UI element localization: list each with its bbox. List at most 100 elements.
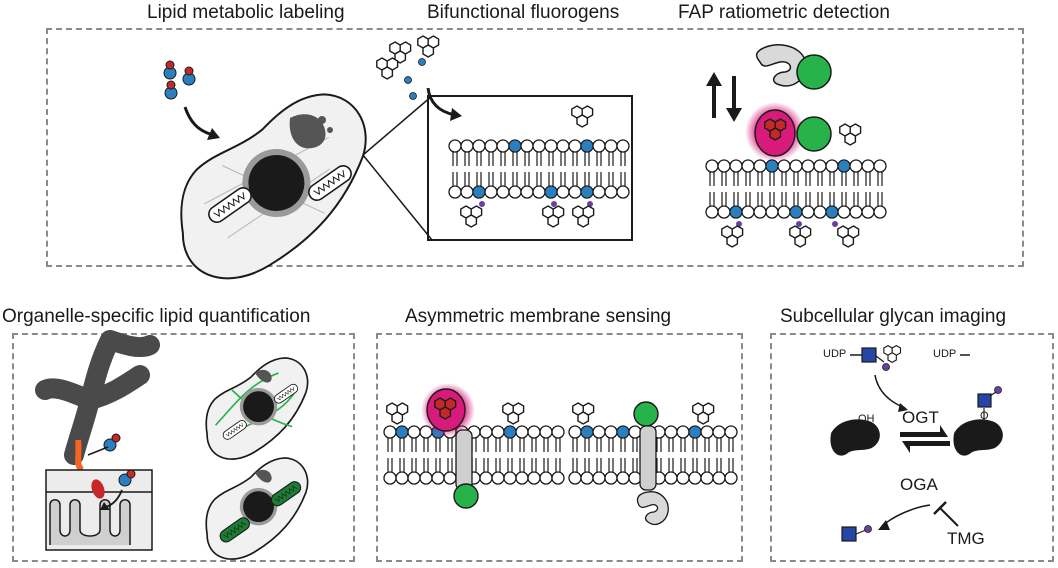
lipid-molecule: [592, 457, 606, 485]
fluorogen-icon: [840, 124, 861, 145]
orange-protein-icon: [75, 439, 85, 473]
labeled-lipid-head: [837, 159, 851, 173]
lipid-molecule: [741, 159, 755, 187]
labeled-lipid-head: [580, 185, 594, 199]
lipid-molecule: [717, 159, 731, 187]
lipid-molecule: [448, 171, 462, 199]
lipid-molecule: [551, 457, 565, 485]
lipid-molecule: [484, 171, 498, 199]
lipid-molecule: [628, 457, 642, 485]
lipid-molecule: [568, 457, 582, 485]
golgi-icon: [289, 114, 333, 149]
lipid-molecule: [520, 139, 534, 167]
lipid-molecule: [460, 171, 474, 199]
glcnac-square-icon: [861, 347, 877, 363]
lipid-molecule: [431, 457, 445, 485]
ogt-label: OGT: [902, 408, 939, 427]
title-fap-ratiometric-detection: FAP ratiometric detection: [678, 2, 890, 23]
labeled-lipid-head: [825, 205, 839, 219]
lipid-molecule: [520, 171, 534, 199]
lipid-molecule: [539, 457, 553, 485]
labeled-lipid-head: [544, 185, 558, 199]
title-asymmetric-membrane: Asymmetric membrane sensing: [405, 306, 672, 327]
linker-dot: [587, 201, 593, 207]
nucleus-icon: [248, 154, 305, 211]
labeled-lipid-head: [503, 425, 517, 439]
lipid-molecule: [503, 457, 517, 485]
lipid-molecule: [873, 191, 887, 219]
lipid-bilayer-icon: [705, 159, 887, 227]
title-subcellular-glycan: Subcellular glycan imaging: [780, 306, 1007, 327]
equilibrium-arrows-icon: [706, 72, 742, 122]
lipid-molecule: [741, 191, 755, 219]
fluorogen-icon: [377, 36, 439, 100]
lipid-molecule: [825, 159, 839, 187]
lipid-molecule: [592, 171, 606, 199]
udp-label-right: UDP: [933, 348, 957, 360]
labeled-lipid-head: [789, 205, 803, 219]
fluorogen-icon: [503, 403, 524, 424]
lipid-bilayer-icon: [568, 425, 738, 485]
fluorogen-green-icon: [796, 54, 832, 90]
lipid-molecule: [616, 139, 630, 167]
linker-dot: [832, 221, 838, 227]
lipid-molecule: [700, 425, 714, 453]
lipid-molecule: [724, 457, 738, 485]
organelle-panel: [12, 333, 355, 562]
top-panel: [46, 28, 1024, 267]
lipid-molecule: [551, 425, 565, 453]
lipid-molecule: [688, 457, 702, 485]
lipid-molecule: [813, 191, 827, 219]
title-bifunctional-fluorogens: Bifunctional fluorogens: [427, 2, 620, 23]
lipid-molecule: [729, 159, 743, 187]
lipid-bilayer-icon: [383, 425, 565, 485]
lipid-molecule: [765, 191, 779, 219]
labeled-lipid-head: [729, 205, 743, 219]
lipid-molecule: [491, 425, 505, 453]
fluorogen-icon: [461, 206, 482, 227]
lipid-molecule: [873, 159, 887, 187]
lipid-molecule: [724, 425, 738, 453]
lipid-molecule: [849, 191, 863, 219]
lipid-molecule: [676, 457, 690, 485]
title-lipid-metabolic-labeling: Lipid metabolic labeling: [147, 2, 345, 23]
labeled-lipid-head: [395, 425, 409, 439]
cell-green-er-icon: [205, 357, 309, 460]
linker-dot: [796, 221, 802, 227]
lipid-molecule: [568, 425, 582, 453]
lipid-molecule: [515, 457, 529, 485]
oga-label: OGA: [900, 475, 938, 494]
lipid-molecule: [801, 191, 815, 219]
o-label: O: [980, 410, 989, 422]
lipid-molecule: [496, 139, 510, 167]
asymmetric-panel: [376, 333, 743, 562]
labeled-lipid-head: [508, 139, 522, 153]
uptake-arrow: [183, 106, 211, 136]
lipid-molecule: [556, 171, 570, 199]
lipid-molecule: [676, 425, 690, 453]
lipid-molecule: [580, 457, 594, 485]
lipid-molecule: [484, 139, 498, 167]
fluorogen-icon: [722, 226, 743, 247]
lipid-molecule: [664, 425, 678, 453]
lipid-molecule: [700, 457, 714, 485]
fluorogen-icon: [790, 226, 811, 247]
lipid-molecule: [777, 191, 791, 219]
labeled-lipid-head: [688, 425, 702, 439]
lipid-molecule: [628, 425, 642, 453]
lipid-molecule: [443, 457, 457, 485]
lipid-molecule: [568, 139, 582, 167]
glycan-panel: [770, 333, 1054, 562]
fluorogen-icon: [572, 106, 593, 127]
oh-label: OH: [858, 413, 875, 425]
lipid-molecule: [515, 425, 529, 453]
lipid-molecule: [568, 171, 582, 199]
lipid-molecule: [801, 159, 815, 187]
lipid-molecule: [407, 457, 421, 485]
lipid-molecule: [616, 171, 630, 199]
lipid-molecule: [592, 425, 606, 453]
lipid-molecule: [472, 139, 486, 167]
lipid-molecule: [604, 171, 618, 199]
lipid-bilayer-icon: [448, 139, 630, 207]
